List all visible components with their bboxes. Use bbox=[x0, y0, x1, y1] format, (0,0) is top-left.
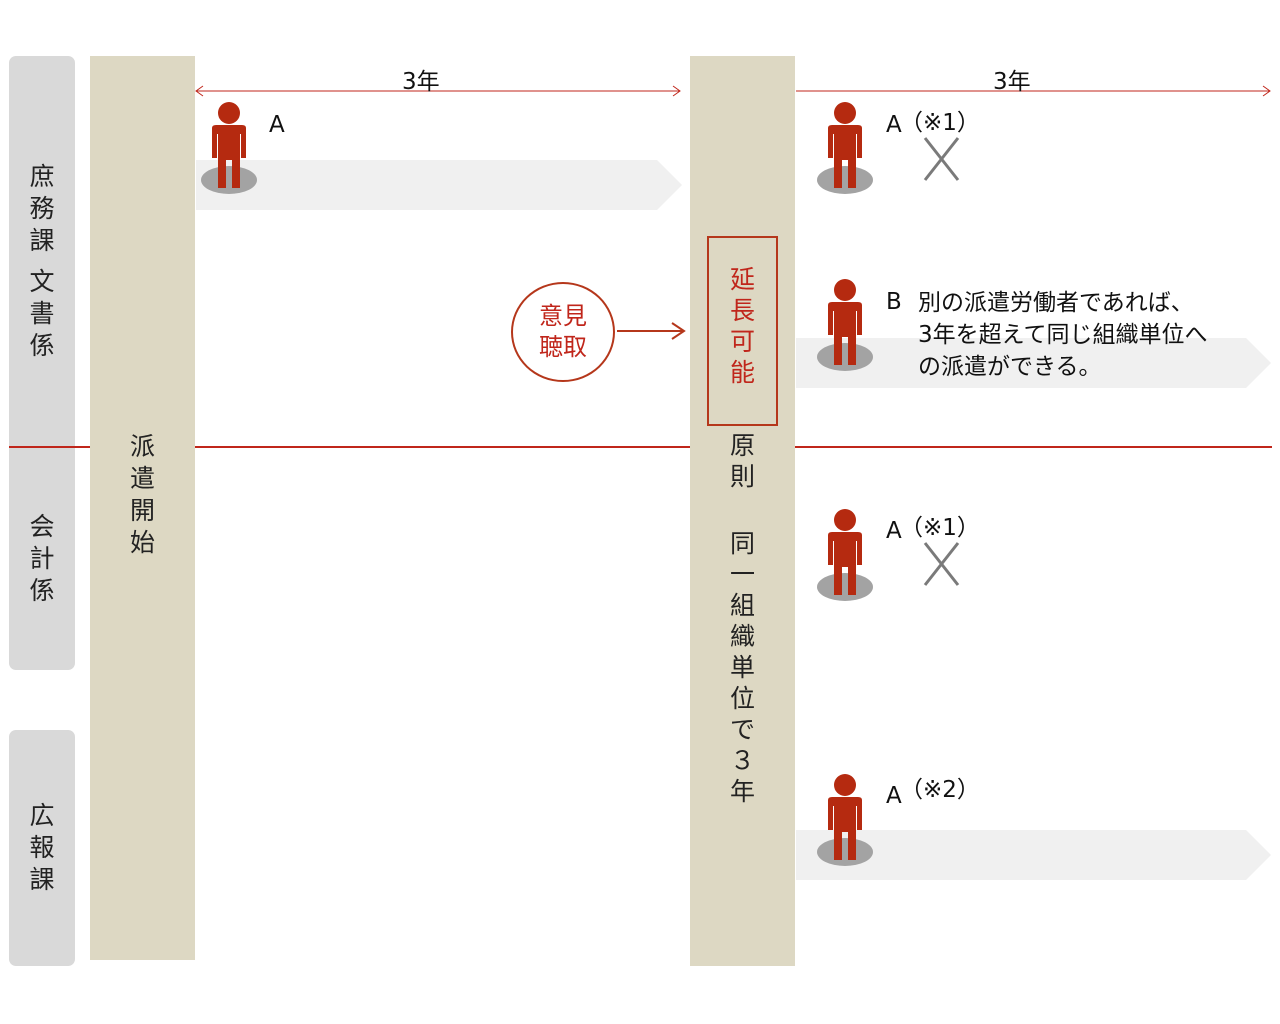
extension-possible-box: 延 長 可 能 bbox=[707, 236, 778, 426]
person-icon-a-koho bbox=[817, 774, 873, 866]
opinion-hearing-bubble: 意見 聴取 bbox=[511, 282, 615, 382]
side-label-shomu: 庶 務 課 bbox=[29, 162, 55, 255]
section-divider bbox=[9, 446, 90, 448]
principle-column: 原 則 同 一 組 織 単 位 で ３ 年 bbox=[690, 56, 795, 966]
worker-a-koho-label: A bbox=[886, 783, 902, 809]
side-label-koho-group: 広 報 課 bbox=[9, 730, 75, 966]
person-icon-a-after-top bbox=[817, 102, 873, 194]
cross-mark-kaikei bbox=[923, 542, 960, 586]
cross-mark-top bbox=[923, 137, 960, 181]
arrow-band-a-koho bbox=[796, 830, 1271, 880]
principle-label-b: 同 一 組 織 単 位 で ３ 年 bbox=[729, 529, 755, 806]
side-label-koho: 広 報 課 bbox=[29, 801, 55, 894]
worker-a-start-label: A bbox=[269, 112, 285, 138]
worker-b-description-line2: 3年を超えて同じ組織単位へ bbox=[918, 322, 1208, 348]
side-label-bunsho: 文 書 係 bbox=[29, 267, 55, 360]
person-icon-b bbox=[817, 279, 873, 371]
worker-b-label: B bbox=[886, 289, 902, 315]
arrow-band-a-first bbox=[196, 160, 682, 210]
dispatch-start-label: 派 遣 開 始 bbox=[129, 432, 155, 557]
worker-a-after-top-label: A bbox=[886, 112, 902, 138]
duration-label-first: 3年 bbox=[402, 69, 440, 95]
duration-arrow-first bbox=[195, 85, 681, 97]
worker-b-description: 別の派遣労働者であれば、 3年を超えて同じ組織単位へ の派遣ができる。 bbox=[886, 287, 1266, 383]
worker-b-description-line1: 別の派遣労働者であれば、 bbox=[918, 290, 1194, 316]
extension-possible-label: 延 長 可 能 bbox=[729, 265, 755, 387]
principle-label-a: 原 則 bbox=[729, 431, 755, 491]
duration-label-second: 3年 bbox=[993, 69, 1031, 95]
duration-arrow-second bbox=[796, 85, 1271, 97]
worker-a-kaikei-label: A bbox=[886, 518, 902, 544]
opinion-hearing-label: 意見 聴取 bbox=[539, 302, 587, 361]
side-label-shomu-group: 庶 務 課 文 書 係 会 計 係 bbox=[9, 56, 75, 670]
worker-b-description-line3: の派遣ができる。 bbox=[918, 354, 1102, 380]
opinion-arrow bbox=[617, 322, 686, 340]
side-label-kaikei: 会 計 係 bbox=[29, 512, 55, 605]
section-divider-right bbox=[795, 446, 1272, 448]
dispatch-start-column: 派 遣 開 始 bbox=[90, 56, 195, 960]
worker-a-after-top-note: （※1） bbox=[900, 110, 980, 136]
worker-a-koho-note: （※2） bbox=[900, 777, 980, 803]
worker-a-kaikei-note: （※1） bbox=[900, 515, 980, 541]
arrow-band-b bbox=[796, 338, 1271, 388]
section-divider-mid bbox=[195, 446, 690, 448]
person-icon-a-start bbox=[201, 102, 257, 194]
person-icon-a-kaikei bbox=[817, 509, 873, 601]
